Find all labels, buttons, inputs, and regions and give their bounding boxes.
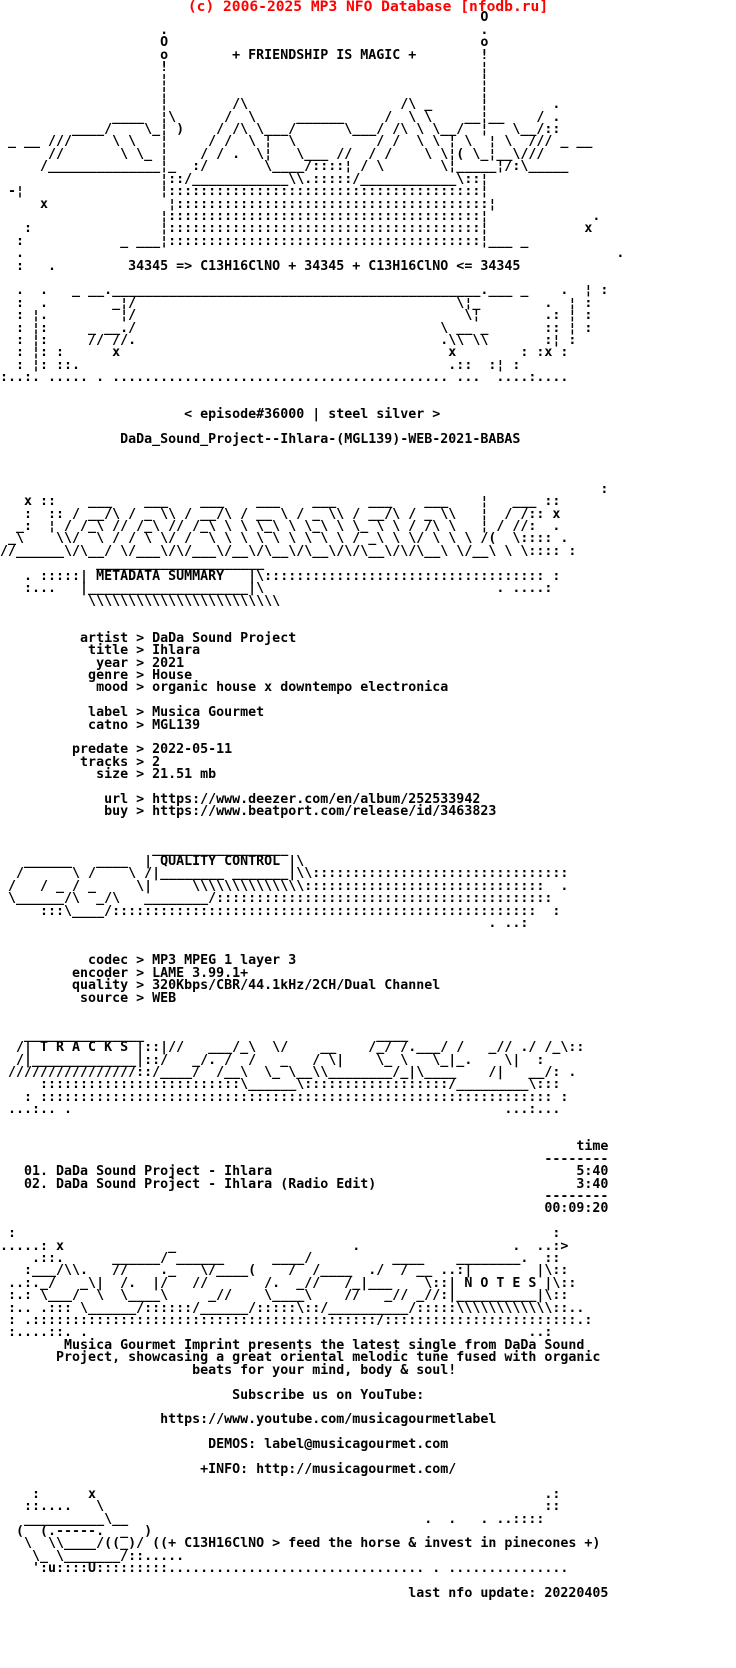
nfo-ascii-text: O . . O o o + FRIENDSHIP IS MAGIC + !: [0, 10, 625, 1601]
nfo-db-copyright: (c) 2006-2025 MP3 NFO Database [nfodb.ru…: [187, 0, 549, 15]
